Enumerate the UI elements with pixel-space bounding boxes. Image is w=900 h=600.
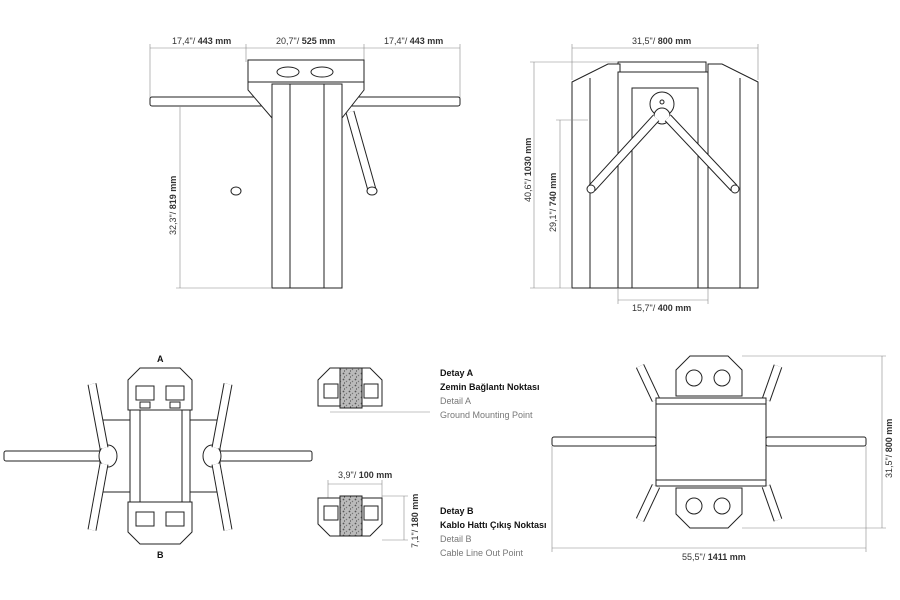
front-arm-left-diagonal: [230, 110, 266, 196]
plan-dim-width: 55,5"/ 1411 mm: [682, 552, 746, 562]
front-view: 17,4"/ 443 mm 20,7"/ 525 mm 17,4"/ 443 m…: [149, 36, 461, 289]
front-turnstile-body: [271, 83, 343, 289]
front-arm-right-diagonal: [345, 110, 378, 196]
plan-view: 55,5"/ 1411 mm 31,5"/ 800 mm: [551, 355, 894, 562]
detail-a-title-tr: Detay A: [440, 368, 474, 378]
side-dim-inner-height: 29,1"/ 740 mm: [548, 173, 558, 232]
detail-b-subtitle-tr: Kablo Hattı Çıkış Noktası: [440, 520, 547, 530]
top-view-label-b: B: [157, 550, 164, 560]
side-frame: [571, 63, 621, 289]
detail-b-concrete: [339, 495, 363, 537]
side-dim-base: 15,7"/ 400 mm: [632, 303, 691, 313]
plan-body: [655, 397, 767, 487]
front-dim-arm-height: 32,3"/ 819 mm: [168, 176, 178, 235]
side-dim-width: 31,5"/ 800 mm: [632, 36, 691, 46]
top-view-body: [139, 409, 183, 503]
front-dim-right-arm: 17,4"/ 443 mm: [384, 36, 443, 46]
detail-b-dim-width: 3,9"/ 100 mm: [338, 470, 392, 480]
detail-a-subtitle-en: Ground Mounting Point: [440, 410, 533, 420]
detail-b-subtitle-en: Cable Line Out Point: [440, 548, 524, 558]
top-view-label-a: A: [157, 354, 164, 364]
detail-a: Detay A Zemin Bağlantı Noktası Detail A …: [317, 367, 540, 420]
detail-a-subtitle-tr: Zemin Bağlantı Noktası: [440, 382, 540, 392]
side-dim-total-height: 40,6"/ 1030 mm: [523, 138, 533, 202]
detail-a-concrete: [339, 367, 363, 409]
detail-b-dim-height: 7,1"/ 180 mm: [410, 494, 420, 548]
front-dim-left-arm: 17,4"/ 443 mm: [172, 36, 231, 46]
detail-a-title-en: Detail A: [440, 396, 471, 406]
detail-b-title-tr: Detay B: [440, 506, 474, 516]
detail-b: 3,9"/ 100 mm 7,1"/ 180 mm Detay B Kablo …: [317, 470, 547, 558]
detail-b-title-en: Detail B: [440, 534, 472, 544]
front-dim-body: 20,7"/ 525 mm: [276, 36, 335, 46]
top-view: A B: [3, 354, 313, 560]
side-view: 31,5"/ 800 mm 40,6"/ 1030 mm 29,1"/ 740 …: [523, 36, 759, 313]
plan-dim-height: 31,5"/ 800 mm: [884, 419, 894, 478]
